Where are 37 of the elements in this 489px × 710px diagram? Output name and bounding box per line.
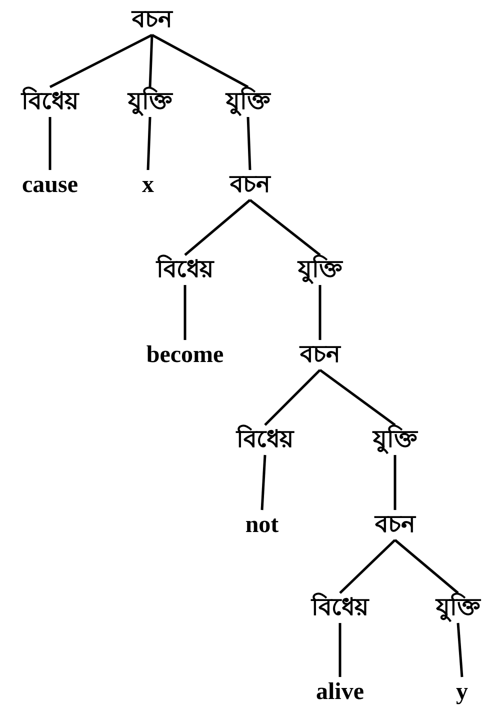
tree-branch (246, 116, 252, 170)
tree-node-label: বচন (373, 511, 417, 539)
tree-node-label: যুক্তি (224, 88, 272, 116)
tree-node-label: not (243, 511, 281, 539)
tree-branch (249, 199, 321, 256)
tree-branch (456, 622, 464, 678)
tree-node-label: বচন (298, 341, 342, 369)
tree-node-label: বিধেয় (310, 594, 370, 622)
tree-branch (318, 285, 322, 340)
tree-branch (260, 454, 266, 510)
tree-branch (319, 369, 396, 426)
tree-node-label: বচন (228, 171, 272, 199)
tree-branch (264, 369, 321, 426)
tree-node-label: যুক্তি (371, 426, 419, 454)
tree-branch (338, 623, 342, 677)
tree-node-label: become (144, 341, 226, 369)
tree-branch (394, 539, 459, 594)
tree-node-label: বচন (130, 6, 174, 34)
tree-branch (148, 34, 154, 88)
tree-node-label: x (140, 171, 156, 199)
tree-branch (394, 455, 396, 510)
tree-node-label: বিধেয় (20, 88, 80, 116)
tree-node-label: y (454, 678, 470, 706)
tree-node-label: যুক্তি (296, 256, 344, 284)
tree-branch (184, 285, 186, 340)
tree-node-label: যুক্তি (126, 88, 174, 116)
tree-node-label: যুক্তি (434, 594, 482, 622)
tree-branch (339, 539, 396, 594)
tree-branch (151, 34, 249, 88)
tree-branch (184, 199, 251, 256)
tree-branch (146, 116, 152, 170)
tree-branch (49, 34, 153, 88)
tree-branch (48, 117, 52, 170)
tree-node-label: বিধেয় (234, 426, 296, 454)
tree-node-label: বিধেয় (154, 256, 216, 284)
tree-node-label: alive (314, 678, 366, 706)
tree-node-label: cause (20, 171, 80, 199)
